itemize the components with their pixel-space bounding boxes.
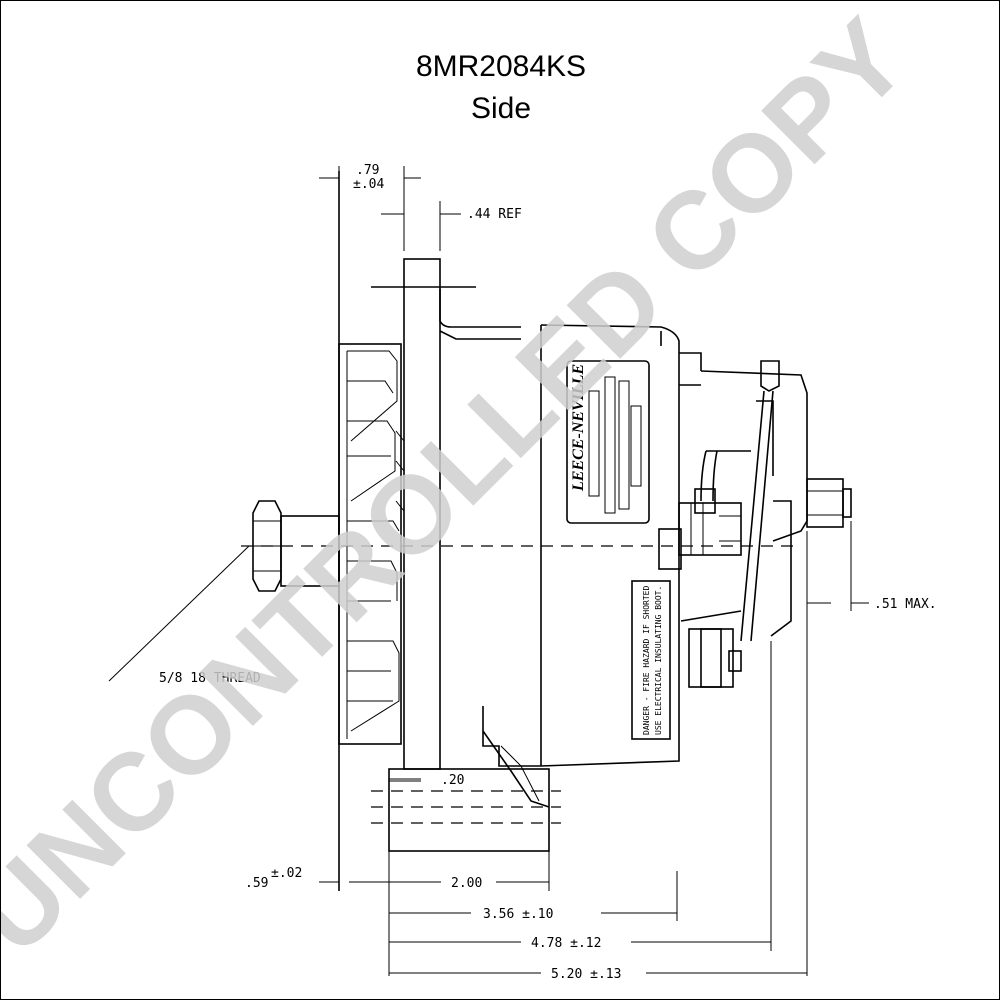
rear-bracket-and-terminals [658, 360, 852, 688]
dim-079: .79 [356, 163, 379, 178]
warning-line-2: USE ELECTRICAL INSULATING BOOT. [654, 586, 663, 735]
dim-059-tolerance: ±.02 [271, 866, 302, 881]
warning-label: DANGER - FIRE HAZARD IF SHORTED USE ELEC… [631, 580, 671, 740]
view-title: Side [471, 92, 531, 125]
dim-079-tolerance: ±.04 [353, 177, 384, 192]
uncontrolled-copy-watermark: UNCONTROLLED COPY [1, 1, 930, 977]
part-number-title: 8MR2084KS [416, 50, 586, 83]
warning-line-1: DANGER - FIRE HAZARD IF SHORTED [642, 586, 651, 735]
dim-051-max: .51 MAX. [874, 597, 937, 612]
dimension-lines [108, 166, 869, 976]
dim-020: .20 [441, 773, 464, 788]
brand-logo-text: LEECE-NEVILLE [570, 364, 587, 492]
dim-thread: 5/8 18 THREAD [159, 671, 261, 686]
brand-plate: LEECE-NEVILLE [566, 360, 650, 524]
shaft-nut [252, 500, 340, 592]
dim-478: 4.78 ±.12 [531, 936, 601, 951]
dim-059: .59 [245, 876, 268, 891]
dim-520: 5.20 ±.13 [551, 967, 621, 982]
dim-200: 2.00 [451, 876, 482, 891]
dim-356: 3.56 ±.10 [483, 907, 553, 922]
mounting-foot [371, 768, 561, 852]
dim-044-ref: .44 REF [467, 207, 522, 222]
